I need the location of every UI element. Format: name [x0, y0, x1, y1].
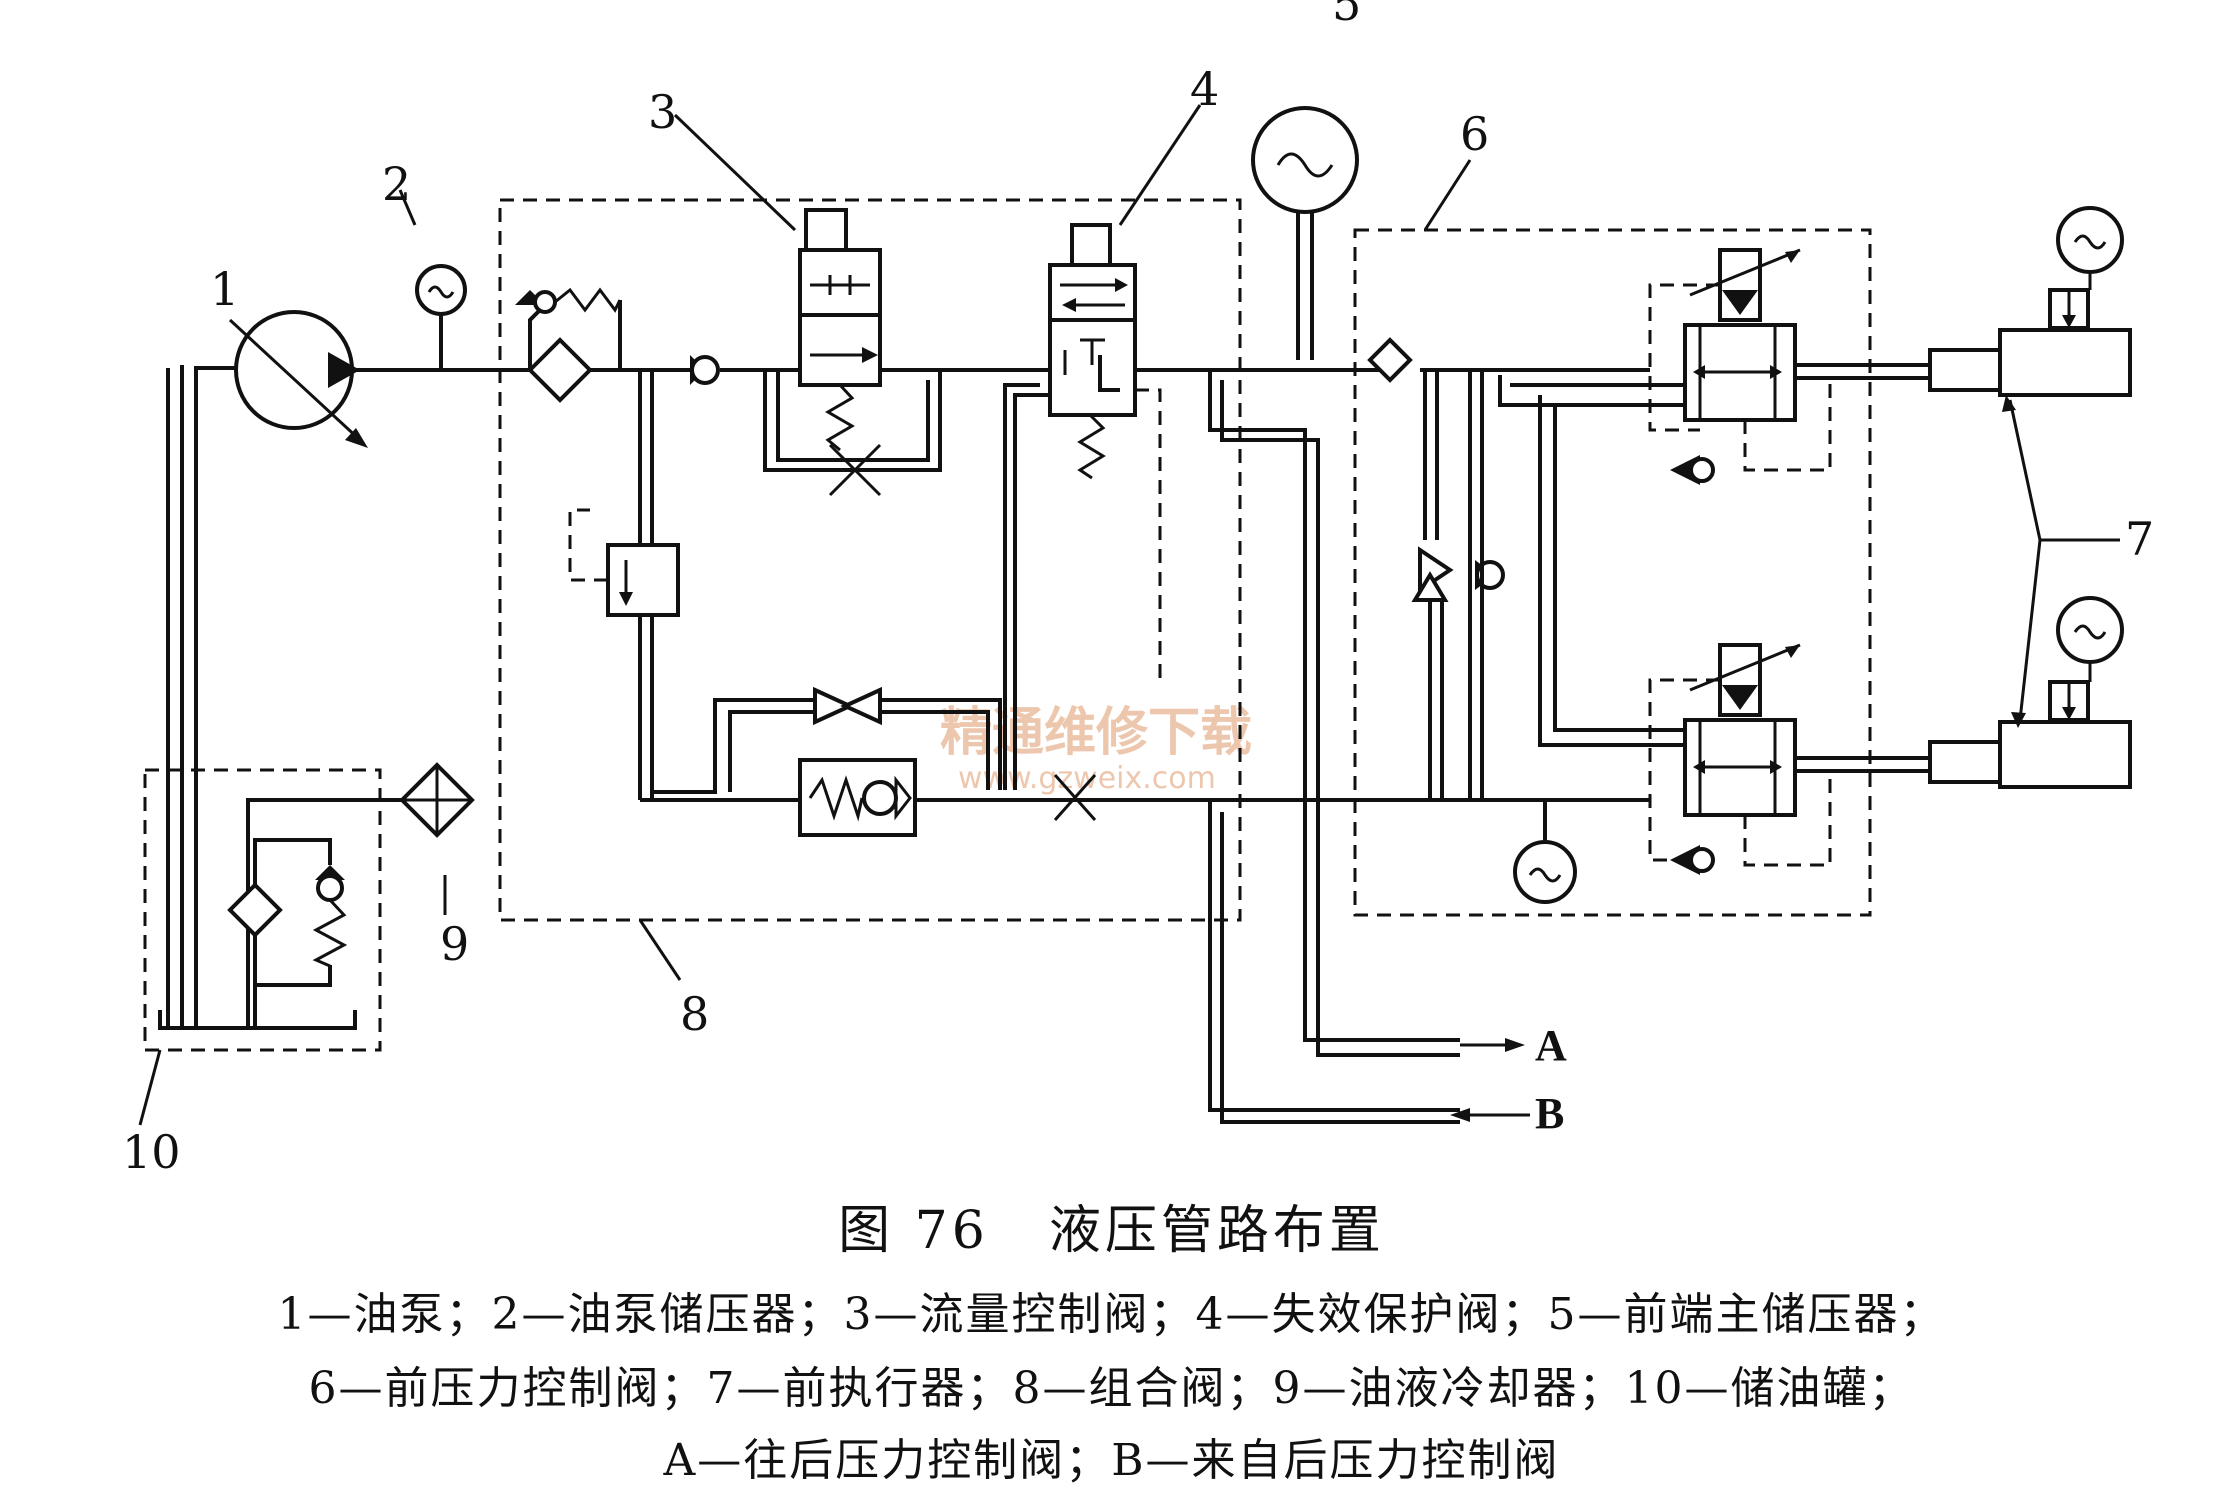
pump-accumulator-2 [398, 189, 467, 370]
pressure-reducing-valve [568, 370, 680, 800]
callout-6: 6 [1460, 107, 1489, 161]
callout-5: 5 [1332, 0, 1361, 31]
solenoid-icon [804, 208, 848, 252]
check-icon [690, 355, 720, 385]
legend-line-2: 6—前压力控制阀；7—前执行器；8—组合阀；9—油液冷却器；10—储油罐； [308, 1363, 1915, 1414]
suction-line [180, 365, 238, 1028]
bypass-check-icon [533, 290, 557, 314]
filter-icon [527, 337, 593, 403]
callout-9: 9 [440, 917, 469, 971]
pressure-sensor-icon [1513, 840, 1577, 904]
callout-1: 1 [210, 262, 239, 316]
figure-number: 图 76 [838, 1201, 989, 1261]
actuator-upper-icon [1998, 328, 2132, 397]
callout-10: 10 [122, 1125, 181, 1179]
callout-2: 2 [382, 157, 411, 211]
upper-pressure-valve [1498, 248, 1832, 747]
callout-labels: 1 2 3 4 5 6 7 8 9 10 A B [122, 0, 2154, 1179]
front-main-accumulator-5 [1251, 106, 1359, 360]
callout-4: 4 [1190, 62, 1219, 116]
watermark-line2: www.gzweix.com [958, 761, 1216, 796]
inlet-filter [515, 287, 622, 403]
port-label-a: A [1535, 1021, 1567, 1070]
filter-icon [1367, 337, 1413, 383]
callout-3: 3 [648, 85, 677, 139]
check-valve-icon [316, 874, 344, 902]
figure-title: 图 76 液压管路布置 [0, 1188, 2223, 1263]
callout-7: 7 [2125, 512, 2154, 566]
flow-control-valve-3 [673, 113, 942, 497]
reservoir-10 [143, 368, 382, 1052]
oil-cooler-9 [380, 762, 475, 838]
callout-8: 8 [680, 987, 709, 1041]
lower-pressure-valve [1648, 643, 1832, 875]
failsafe-valve-4 [1003, 104, 1202, 790]
accumulator-icon [1251, 106, 1359, 214]
actuator-lower-icon [1998, 720, 2132, 789]
oil-pump-1 [228, 310, 440, 448]
front-pressure-control-valve-6 [1353, 159, 1872, 917]
return-filter-group [227, 798, 420, 1028]
port-lines [1208, 370, 1530, 1124]
needle-valve-icon [813, 686, 855, 726]
lower-line-valves [640, 686, 1650, 837]
solenoid-icon [1070, 223, 1112, 267]
front-actuators-7 [1795, 206, 2132, 789]
return-filter-icon [227, 882, 283, 938]
legend-line-1: 1—油泵；2—油泵储压器；3—流量控制阀；4—失效保护阀；5—前端主储压器； [277, 1289, 1946, 1340]
figure-title-text: 液压管路布置 [1048, 1201, 1385, 1261]
combination-valve-8 [498, 198, 1242, 981]
check-valve-inline [690, 355, 720, 385]
port-label-b: B [1535, 1089, 1564, 1138]
legend-line-3: A—往后压力控制阀；B—来自后压力控制阀 [663, 1435, 1560, 1486]
reducing-valve-icon [606, 543, 680, 617]
watermark-line1: 精通维修下载 [940, 703, 1252, 763]
